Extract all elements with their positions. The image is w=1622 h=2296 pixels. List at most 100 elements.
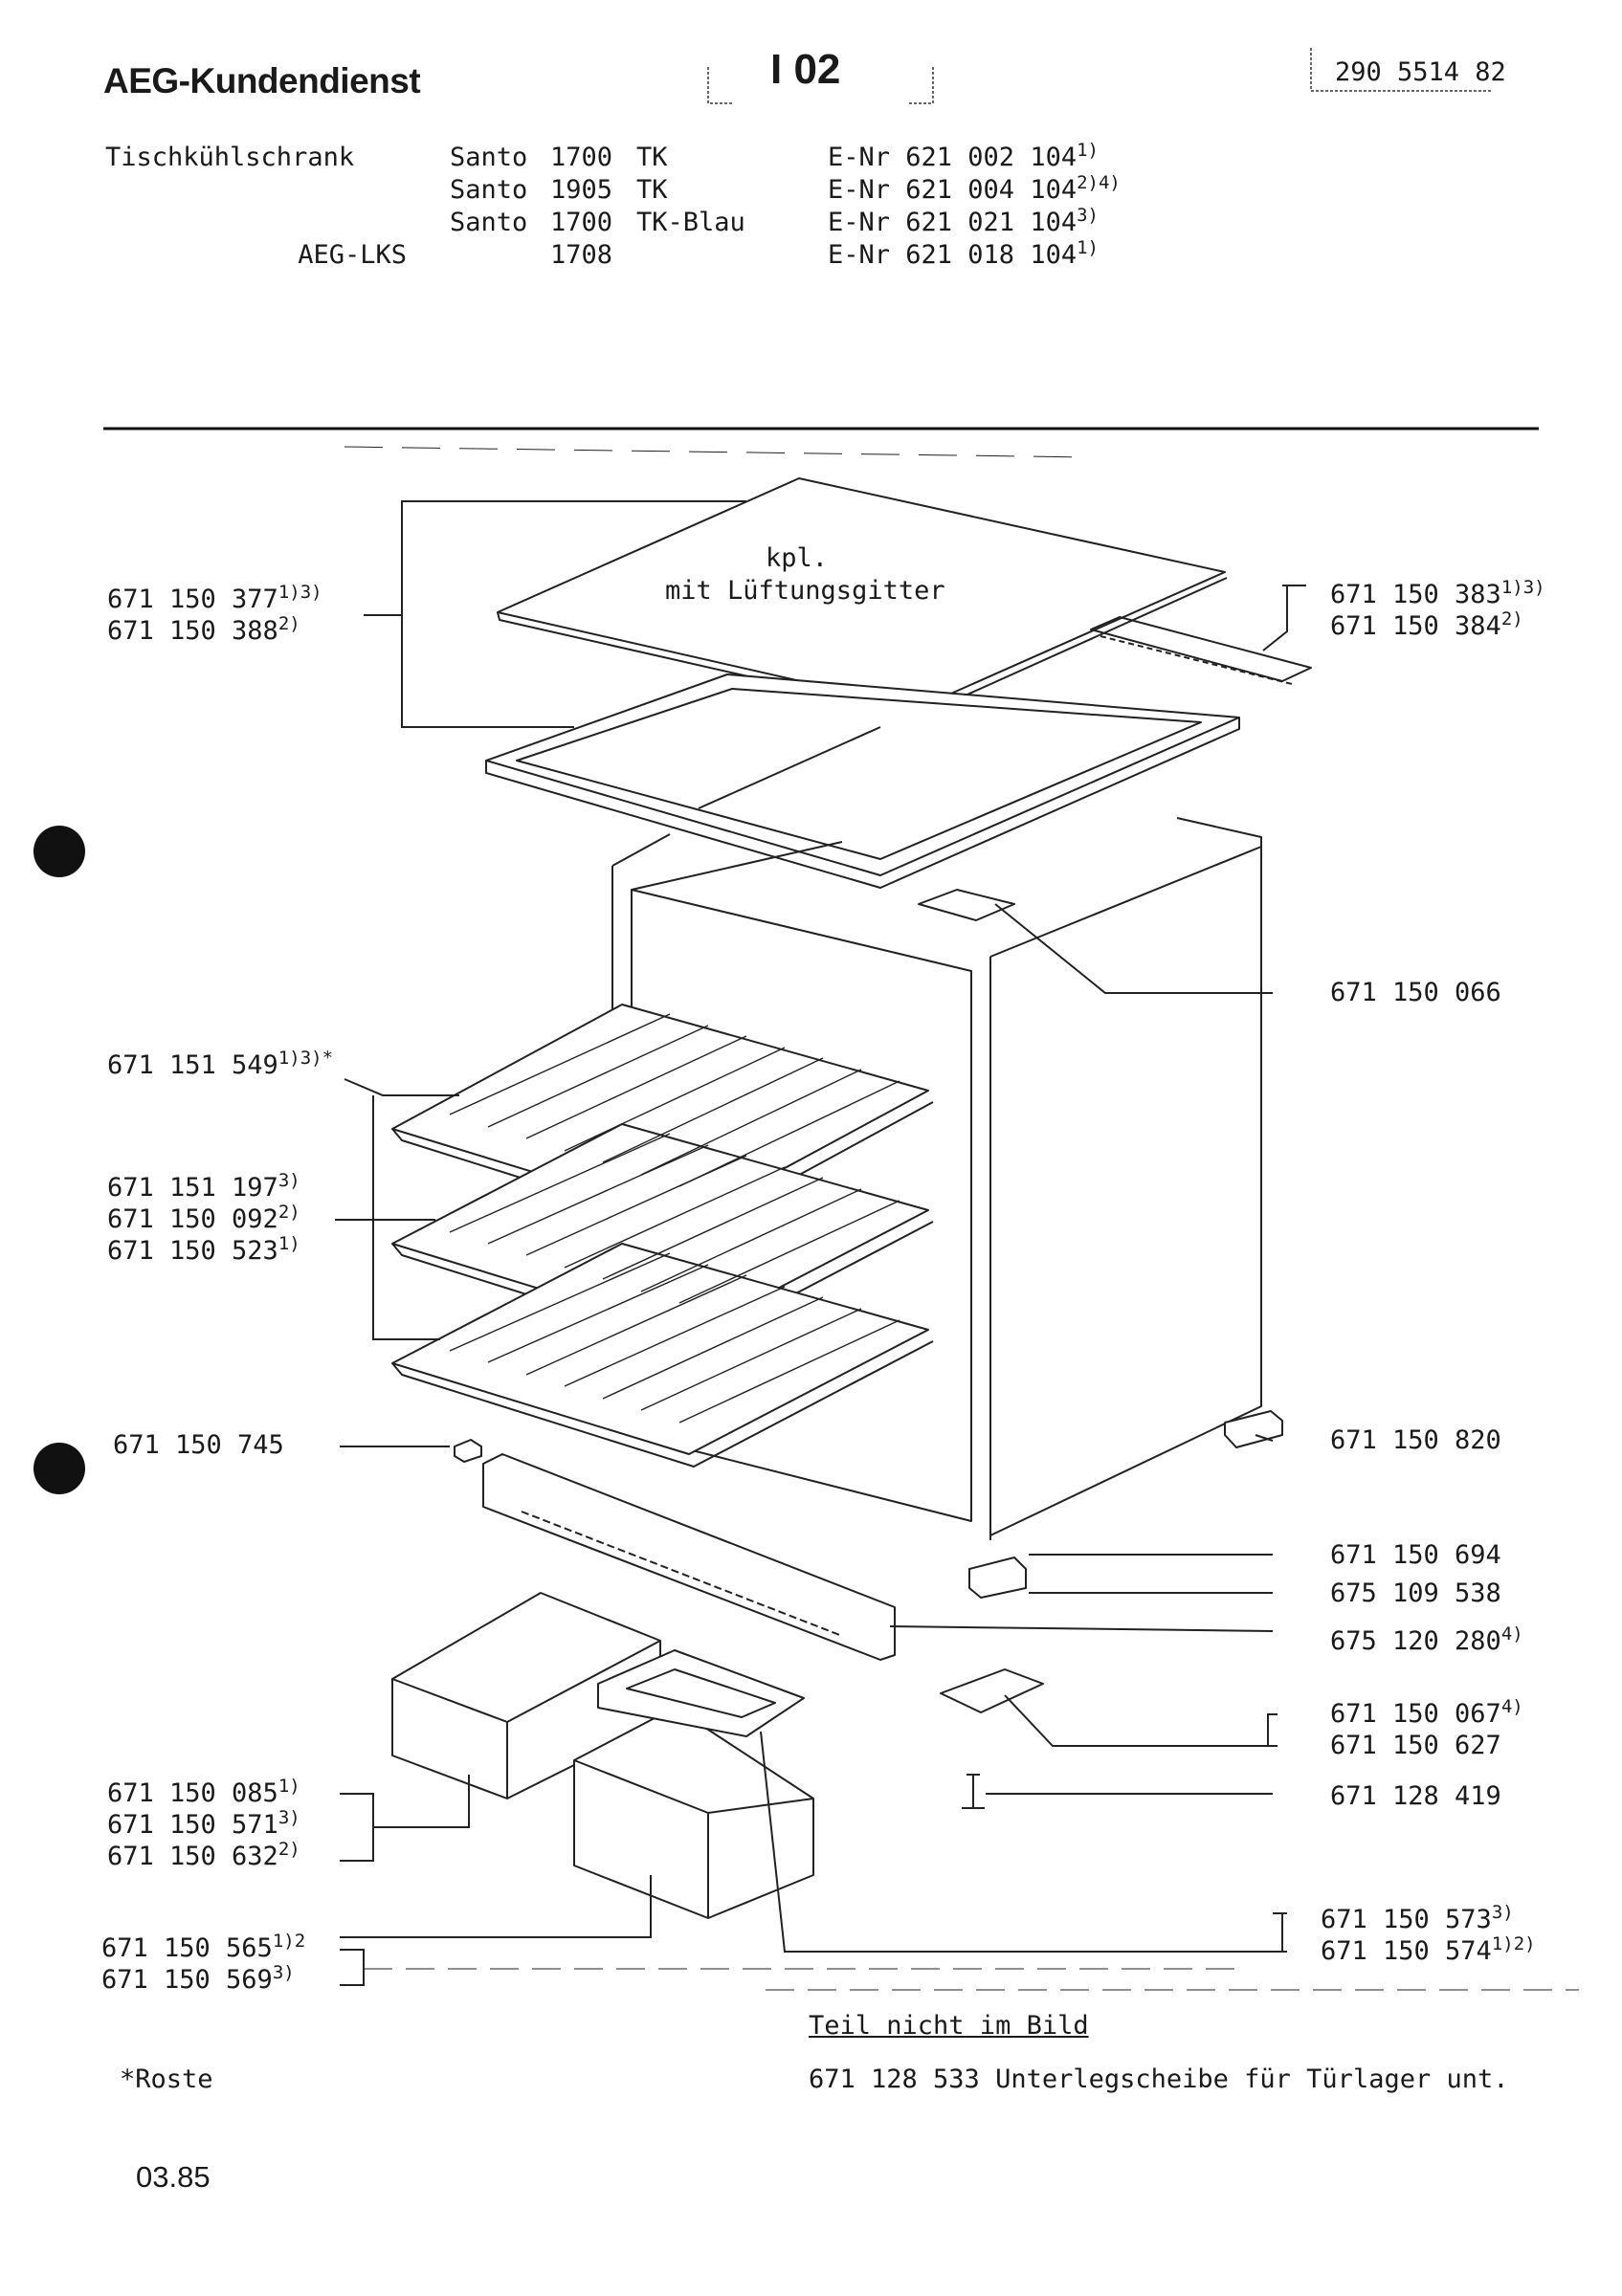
part-label-group: 671 150 0674) 671 150 627: [1330, 1698, 1523, 1761]
part-label-group: 671 151 1973) 671 150 0922) 671 150 5231…: [107, 1172, 300, 1267]
part-label-group: 675 120 2804): [1330, 1623, 1523, 1657]
part-label-group: 671 128 419: [1330, 1781, 1501, 1811]
bottom-hinge: [940, 1668, 1044, 1713]
screw: [962, 1774, 985, 1809]
part-label-group: 671 150 820: [1330, 1425, 1501, 1455]
model-row: AEG-LKS 1708 E-Nr 621 018 1041): [105, 239, 1121, 272]
footnote-ref: 2): [278, 1202, 300, 1223]
cabinet-top-edge: [989, 846, 1262, 958]
cabinet-top-left: [611, 833, 671, 867]
model-number: 1700: [550, 143, 613, 172]
model-name: Santo: [450, 175, 528, 205]
model-name: Santo: [450, 143, 528, 172]
sheet-number: I 02: [770, 46, 841, 93]
part-number: 671 150 066: [1330, 978, 1501, 1007]
punch-hole: [33, 1443, 85, 1494]
part-number: 671 150 085: [107, 1778, 278, 1808]
model-row: Tischkühlschrank Santo 1700 TK E-Nr 621 …: [105, 142, 1121, 174]
part-number: 671 150 377: [107, 585, 278, 614]
footnote-ref: 2): [278, 613, 300, 634]
footnote-ref: 3): [1077, 205, 1099, 226]
model-table: Tischkühlschrank Santo 1700 TK E-Nr 621 …: [105, 142, 1121, 272]
footnote-ref: 1): [278, 1776, 300, 1797]
door-rail: [482, 1453, 896, 1661]
enr: E-Nr 621 018 104: [828, 240, 1078, 270]
cabinet-inner-top: [631, 841, 843, 891]
footnote-ref: 3): [278, 1807, 300, 1828]
footnote-ref: 1)3): [278, 582, 322, 603]
part-number: 671 150 627: [1330, 1731, 1501, 1760]
model-name: Santo: [450, 208, 528, 237]
enr: E-Nr 621 002 104: [828, 143, 1078, 172]
asterisk-note: *Roste: [120, 2064, 213, 2094]
not-shown-heading: Teil nicht im Bild: [809, 2011, 1089, 2041]
part-number: 671 150 571: [107, 1810, 278, 1840]
top-hinge: [918, 889, 1015, 921]
footnote-ref: 1)3)*: [278, 1048, 334, 1069]
model-variant: TK: [636, 175, 668, 205]
part-label-group: 675 109 538: [1330, 1578, 1501, 1608]
part-number: 671 150 573: [1321, 1905, 1492, 1934]
part-number: 671 150 745: [113, 1430, 284, 1460]
part-number: 671 150 384: [1330, 611, 1501, 641]
issue-date: 03.85: [136, 2160, 211, 2194]
part-number: 675 120 280: [1330, 1626, 1501, 1656]
top-frame-edge: [485, 718, 1240, 889]
part-number: 671 150 574: [1321, 1936, 1492, 1966]
shelf-3: [391, 1243, 934, 1468]
part-number: 671 150 383: [1330, 580, 1501, 609]
footnote-ref: 4): [1500, 1623, 1523, 1645]
footnote-ref: 2)4): [1077, 172, 1121, 193]
model-number: 1905: [550, 175, 613, 205]
part-number: 671 150 694: [1330, 1540, 1501, 1570]
part-number: 671 128 419: [1330, 1781, 1501, 1811]
part-number: 671 150 820: [1330, 1425, 1501, 1455]
top-frame-divider: [698, 726, 881, 809]
butter-tray: [597, 1649, 805, 1737]
footnote-ref: 3): [272, 1962, 295, 1983]
vent-grille: [1090, 616, 1312, 682]
not-shown-item: 671 128 533 Unterlegscheibe für Türlager…: [809, 2064, 1509, 2094]
cabinet-side: [989, 817, 1262, 1536]
part-label-group: 671 150 066: [1330, 978, 1501, 1007]
part-number: 671 150 523: [107, 1236, 278, 1266]
footnote-ref: 1): [278, 1233, 300, 1254]
part-number: 671 150 565: [101, 1933, 273, 1963]
part-label-group: 671 150 745: [113, 1430, 284, 1460]
part-label-group: 671 151 5491)3)*: [107, 1048, 334, 1081]
clip: [454, 1439, 482, 1463]
sheet-frame: [707, 48, 1493, 104]
footnote-ref: 2): [1500, 608, 1523, 629]
model-number: 1700: [550, 208, 613, 237]
leader-lines: [335, 446, 1579, 1991]
part-number: 675 109 538: [1330, 1578, 1501, 1608]
top-note-2: mit Lüftungsgitter: [665, 576, 945, 606]
part-label-group: 671 150 5651)2 671 150 5693): [101, 1932, 305, 1996]
foot-right: [1224, 1410, 1283, 1448]
part-number: 671 150 067: [1330, 1699, 1501, 1729]
punch-hole: [33, 826, 85, 877]
footnote-ref: 1)2): [1491, 1933, 1536, 1954]
top-note-1: kpl.: [766, 543, 829, 573]
category: Tischkühlschrank: [105, 143, 355, 172]
part-label-group: 671 150 0851) 671 150 5713) 671 150 6322…: [107, 1777, 300, 1872]
model-variant: TK-Blau: [636, 208, 745, 237]
butter-tray-inner: [626, 1668, 776, 1718]
part-number: 671 151 197: [107, 1173, 278, 1203]
crisper-small-edge: [573, 1759, 814, 1918]
part-number: 671 150 388: [107, 616, 278, 646]
part-number: 671 150 569: [101, 1965, 273, 1995]
part-label-group: 671 150 694: [1330, 1540, 1501, 1570]
brand-title: AEG-Kundendienst: [103, 61, 421, 100]
footnote-ref: 4): [1500, 1696, 1523, 1717]
footnote-ref: 1)3): [1500, 577, 1545, 598]
crisper-large-edge: [391, 1640, 661, 1799]
footnote-ref: 3): [1491, 1902, 1514, 1923]
enr: E-Nr 621 021 104: [828, 208, 1078, 237]
model-variant: TK: [636, 143, 668, 172]
lid-edge: [497, 577, 1228, 717]
top-frame-inner: [516, 688, 1202, 860]
part-label-group: 671 150 3831)3) 671 150 3842): [1330, 579, 1545, 642]
